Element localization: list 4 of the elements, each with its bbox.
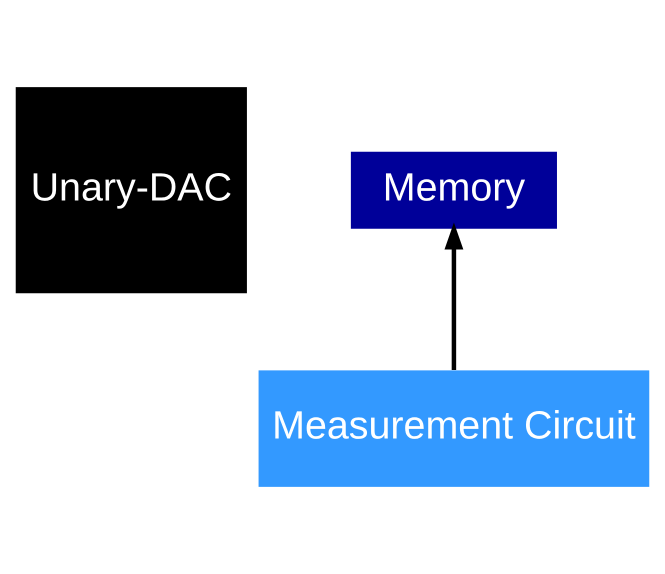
node-box: Measurement Circuit (258, 370, 650, 487)
node-box: Memory (350, 152, 557, 229)
node-box: Unary-DAC (16, 87, 247, 294)
arrow (444, 222, 464, 370)
